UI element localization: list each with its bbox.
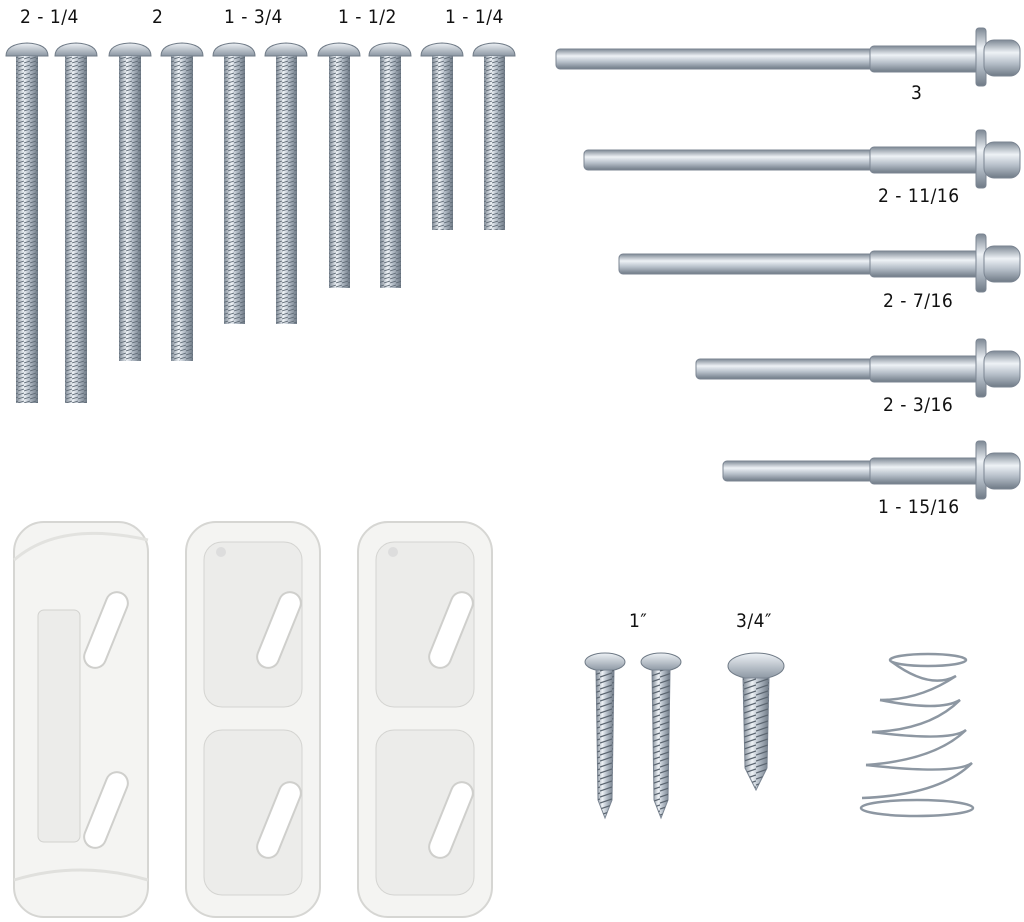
pin-2-3-16	[695, 338, 1021, 398]
bolt	[472, 42, 516, 230]
glide-block-back	[357, 521, 493, 918]
bolt	[212, 42, 256, 324]
pin-2-7-16	[618, 233, 1021, 293]
bolt	[264, 42, 308, 324]
bolt	[317, 42, 361, 288]
bolt-group-1-1-4	[420, 42, 516, 230]
pin-3	[555, 27, 1021, 87]
bolt	[368, 42, 412, 288]
sheet-metal-screw	[727, 652, 785, 792]
pin-label-1-15-16: 1 - 15/16	[878, 496, 960, 518]
bolt-label-1-1-2: 1 - 1/2	[338, 6, 397, 28]
bolt	[54, 42, 98, 403]
glide-block-back	[185, 521, 321, 918]
bolt	[5, 42, 49, 403]
pin-2-11-16	[583, 129, 1021, 189]
wood-screw	[584, 652, 626, 820]
bolt-label-1-3-4: 1 - 3/4	[224, 6, 283, 28]
bolt-label-2: 2	[152, 6, 164, 28]
bolt-group-2	[108, 42, 204, 361]
bolt-group-2-1-4	[5, 42, 98, 403]
wood-screw	[640, 652, 682, 820]
sheet-screw-label: 3/4″	[736, 610, 772, 632]
pin-label-2-3-16: 2 - 3/16	[883, 394, 954, 416]
bolt-label-1-1-4: 1 - 1/4	[445, 6, 504, 28]
pin-label-3: 3	[911, 82, 923, 104]
bolt	[160, 42, 204, 361]
pin-label-2-7-16: 2 - 7/16	[883, 290, 954, 312]
bolt	[420, 42, 464, 230]
bolt-group-1-1-2	[317, 42, 412, 288]
glide-block-front	[13, 521, 149, 918]
bolt-group-1-3-4	[212, 42, 308, 324]
pin-1-15-16	[722, 440, 1021, 500]
pin-label-2-11-16: 2 - 11/16	[878, 185, 960, 207]
coil-spring	[859, 652, 975, 818]
bolt-label-2-1-4: 2 - 1/4	[20, 6, 79, 28]
bolt	[108, 42, 152, 361]
wood-screw-label: 1″	[629, 610, 648, 632]
